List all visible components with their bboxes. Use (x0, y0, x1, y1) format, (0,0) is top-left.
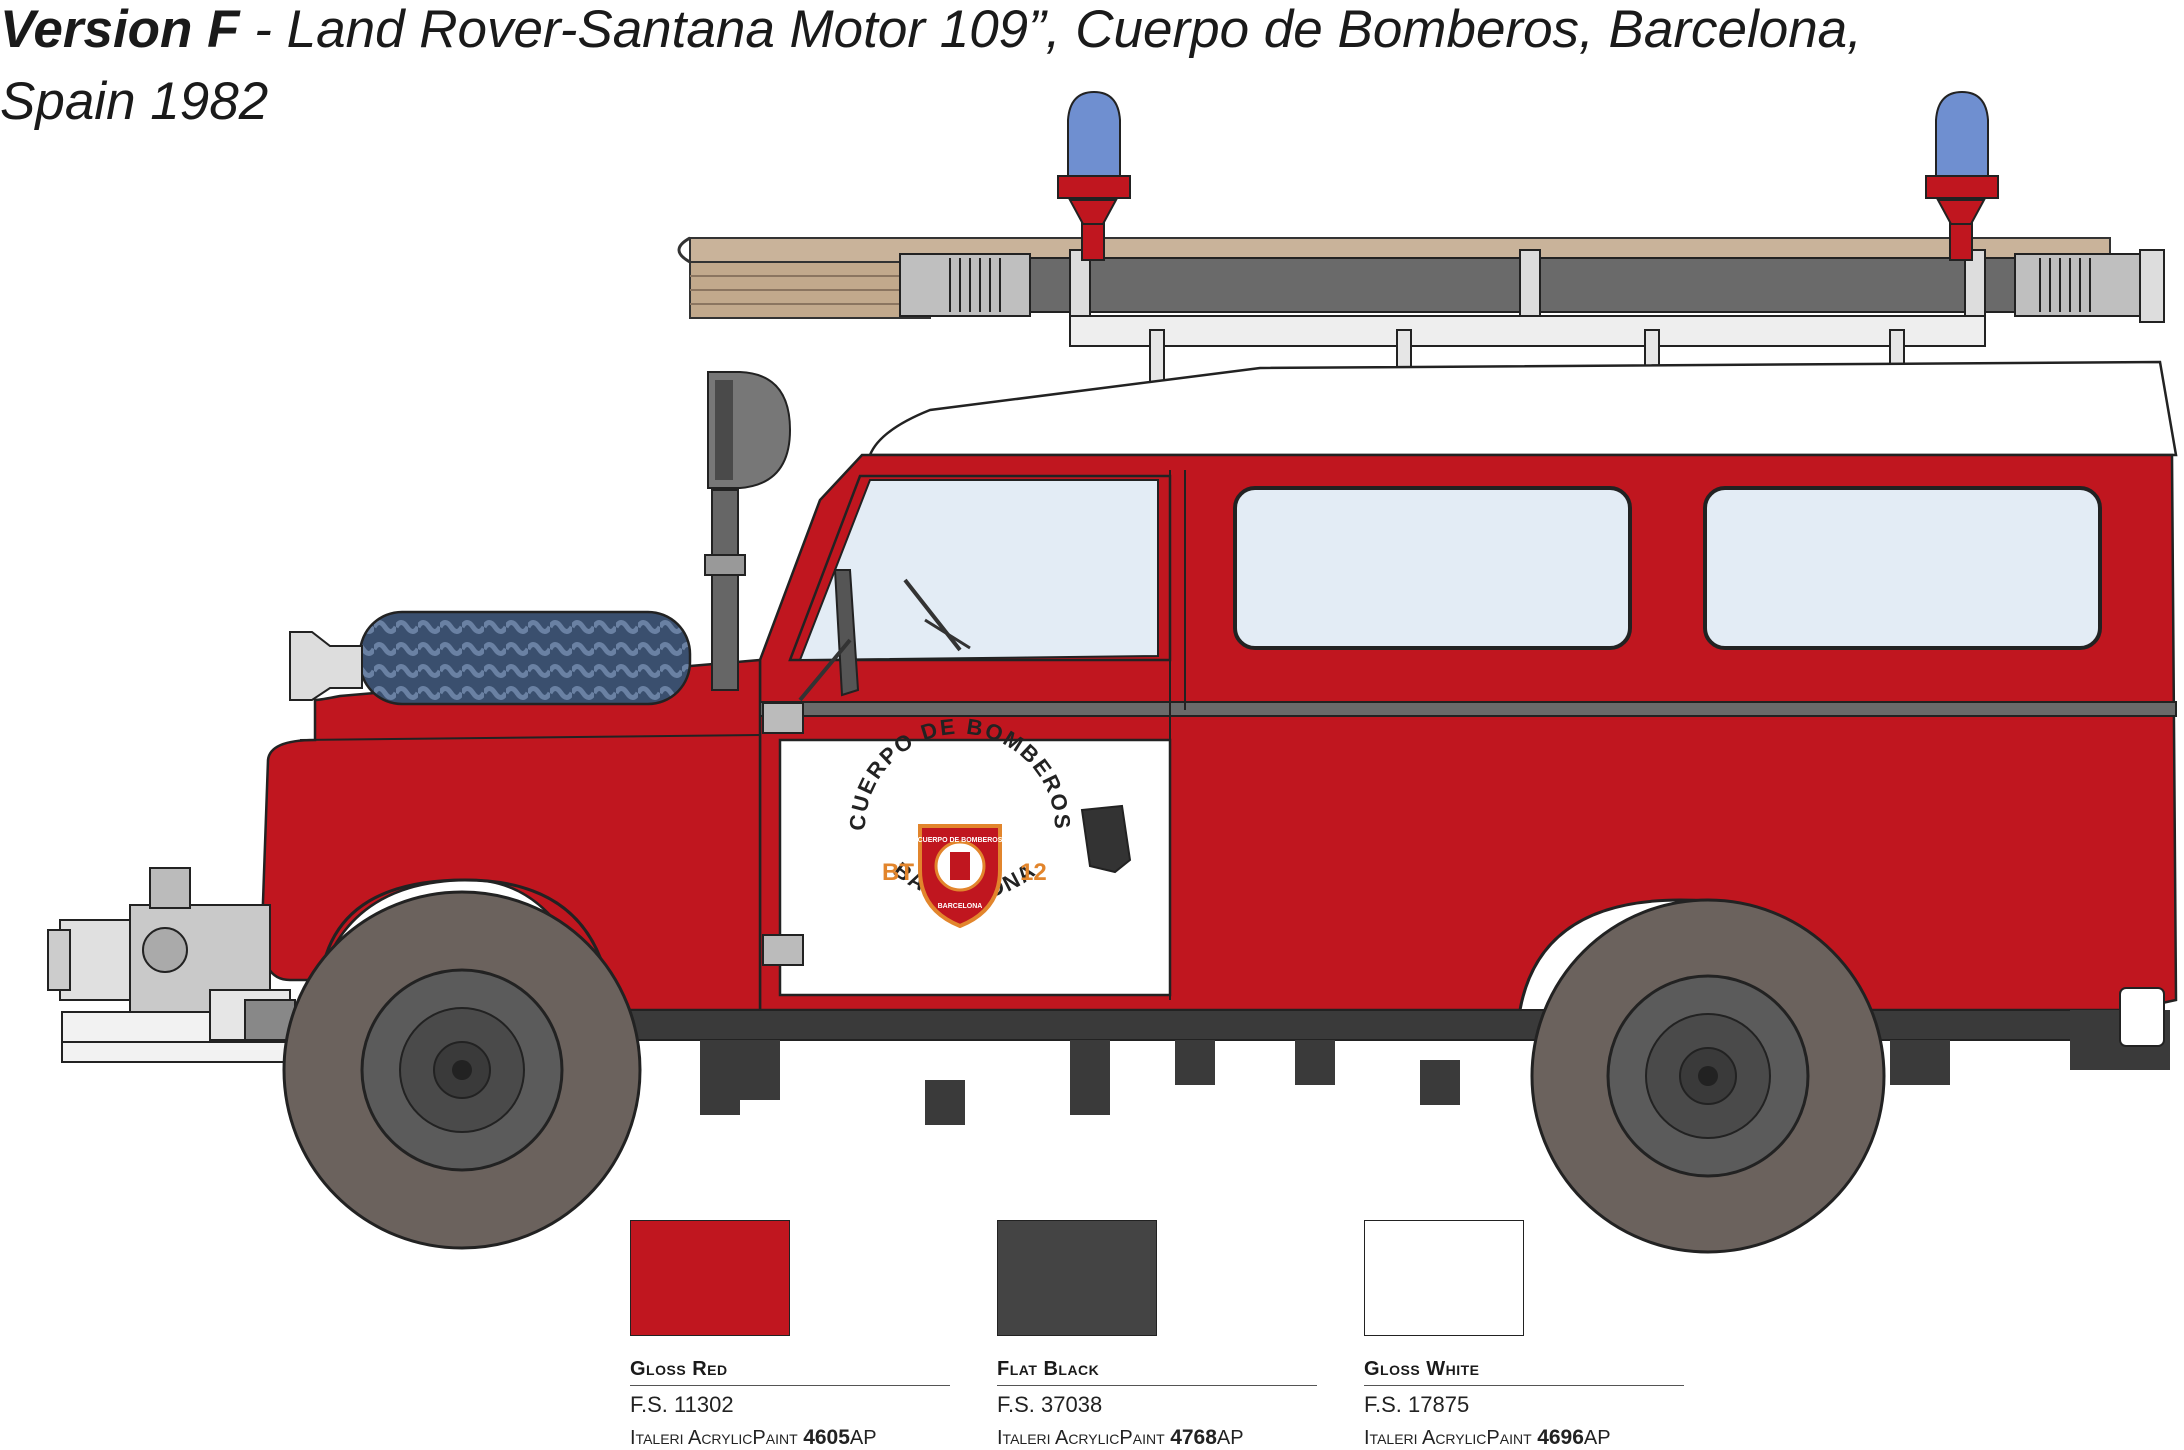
color-name: Gloss White (1364, 1358, 1684, 1386)
color-name: Flat Black (997, 1358, 1317, 1386)
swatch-gloss-white: Gloss White F.S. 17875 Italeri AcrylicPa… (1364, 1220, 1694, 1450)
beacon-light-front (1057, 90, 1131, 261)
roof-ladder (677, 236, 2165, 347)
searchlight (704, 371, 792, 691)
federal-standard-code: F.S. 11302 (630, 1392, 734, 1417)
federal-standard-code: F.S. 37038 (997, 1392, 1103, 1417)
beacon-light-rear (1925, 90, 1999, 261)
color-chip (630, 1220, 790, 1336)
page-title: Version F - Land Rover-Santana Motor 109… (0, 0, 2000, 138)
color-name: Gloss Red (630, 1358, 950, 1386)
emblem-right-text: 12 (1020, 859, 1047, 886)
swatch-gloss-red: Gloss Red F.S. 11302 Italeri AcrylicPain… (630, 1220, 960, 1450)
paint-reference: Italeri AcrylicPaint 4696AP (1364, 1426, 1694, 1450)
side-mirror (798, 569, 860, 702)
paint-suffix: AP (1583, 1427, 1611, 1449)
color-chip (997, 1220, 1157, 1336)
paint-code: 4605 (803, 1426, 850, 1449)
emblem-left-text: BT (882, 859, 914, 886)
paint-suffix: AP (849, 1427, 877, 1449)
paint-code: 4768 (1170, 1426, 1217, 1449)
paint-code: 4696 (1537, 1426, 1584, 1449)
paint-reference: Italeri AcrylicPaint 4605AP (630, 1426, 960, 1450)
front-lamp (289, 631, 363, 701)
paint-brand: Italeri AcrylicPaint (997, 1427, 1171, 1449)
paint-reference: Italeri AcrylicPaint 4768AP (997, 1426, 1327, 1450)
windows (788, 474, 2102, 662)
paint-brand: Italeri AcrylicPaint (630, 1427, 804, 1449)
front-wheel (282, 890, 642, 1250)
spare-tyre (358, 610, 692, 706)
emblem-shield-bottom-text: BARCELONA (938, 903, 983, 910)
version-label: Version F (0, 0, 240, 59)
front-pump (47, 867, 296, 1063)
color-chip (1364, 1220, 1524, 1336)
emblem-shield-top-text: CUERPO DE BOMBEROS (918, 837, 1003, 844)
paint-suffix: AP (1216, 1427, 1244, 1449)
rear-wheel (1530, 898, 1886, 1254)
roof (868, 360, 2178, 457)
federal-standard-code: F.S. 17875 (1364, 1392, 1470, 1417)
swatch-flat-black: Flat Black F.S. 37038 Italeri AcrylicPai… (997, 1220, 1327, 1450)
vehicle-description: - Land Rover-Santana Motor 109”, Cuerpo … (0, 0, 1862, 131)
paint-brand: Italeri AcrylicPaint (1364, 1427, 1538, 1449)
